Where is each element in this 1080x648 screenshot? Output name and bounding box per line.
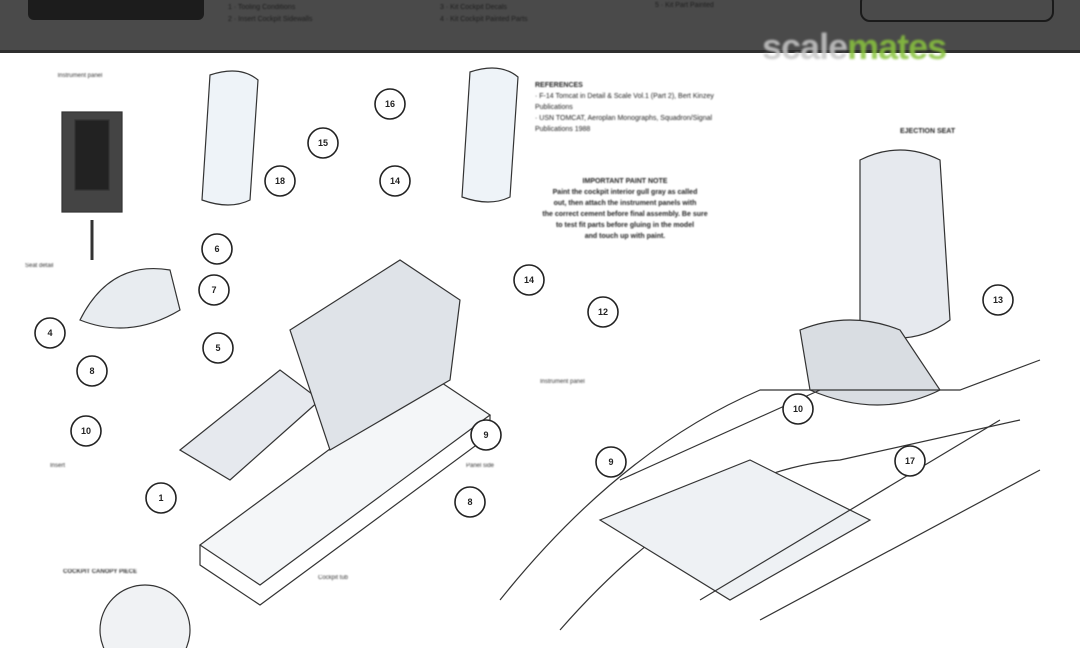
ejection-seat-title: EJECTION SEAT [900, 128, 956, 135]
part-callout: 10 [70, 415, 102, 447]
callout-number: 12 [598, 307, 608, 317]
part-callout: 7 [198, 274, 230, 306]
legend-item: 5 · Kit Part Painted [655, 2, 714, 9]
part-callout: 13 [982, 284, 1014, 316]
part-callout: 5 [202, 332, 234, 364]
callout-number: 10 [81, 426, 91, 436]
legend-item: 3 · Kit Cockpit Decals [440, 4, 507, 11]
label-top-left: Instrument panel [57, 73, 103, 79]
callout-circle [34, 317, 66, 349]
callout-number: 18 [275, 176, 285, 186]
references-block: REFERENCES · F-14 Tomcat in Detail & Sca… [535, 80, 915, 135]
callout-number: 8 [89, 366, 94, 376]
callout-circle [454, 486, 486, 518]
callout-circle [201, 233, 233, 265]
callout-number: 1 [158, 493, 163, 503]
part-callout: 14 [513, 264, 545, 296]
reference-line: Publications [535, 104, 573, 111]
seat-back-left [201, 70, 259, 206]
part-callout: 17 [894, 445, 926, 477]
part-callout: 9 [595, 446, 627, 478]
callout-circle [595, 446, 627, 478]
reference-line: · USN TOMCAT, Aeroplan Monographs, Squad… [535, 115, 713, 122]
part-callout: 1 [145, 482, 177, 514]
callout-circle [145, 482, 177, 514]
paint-note-line: the correct cement before final assembly… [542, 211, 708, 218]
legend-item: 2 · Insert Cockpit Sidewalls [228, 16, 313, 23]
part-callout: 8 [454, 486, 486, 518]
callout-circle [198, 274, 230, 306]
callout-circle [70, 415, 102, 447]
references-title: REFERENCES [535, 82, 583, 89]
legend-item: 4 · Kit Cockpit Painted Parts [440, 16, 528, 23]
label-instrument-panel: Instrument panel [540, 379, 585, 385]
label-left-detail: Seat detail [25, 263, 54, 269]
callout-circle [202, 332, 234, 364]
callout-circle [379, 165, 411, 197]
callout-circle [470, 419, 502, 451]
callout-circle [374, 88, 406, 120]
part-callout: 9 [470, 419, 502, 451]
part-callout: 10 [782, 393, 814, 425]
reference-line: Publications 1988 [535, 126, 591, 133]
paint-note-line: to test fit parts before gluing in the m… [555, 222, 695, 229]
paint-note: IMPORTANT PAINT NOTE Paint the cockpit i… [510, 176, 740, 242]
paint-note-line: out, then attach the instrument panels w… [553, 200, 697, 207]
callout-number: 16 [385, 99, 395, 109]
part-callout: 6 [201, 233, 233, 265]
callout-number: 17 [905, 456, 915, 466]
fuselage-outline [499, 359, 1041, 601]
callout-number: 8 [467, 497, 472, 507]
part-callout: 12 [587, 296, 619, 328]
seat-back-right [461, 67, 519, 203]
callout-number: 6 [214, 244, 219, 254]
callout-number: 14 [524, 275, 534, 285]
canopy-part [79, 268, 181, 329]
callout-circle [782, 393, 814, 425]
part-callout: 15 [307, 127, 339, 159]
callout-number: 5 [215, 343, 220, 353]
part-callout: 16 [374, 88, 406, 120]
legend-column-1: 1 · Tooling Conditions 2 · Insert Cockpi… [228, 2, 312, 26]
callout-number: 9 [608, 457, 613, 467]
brand-logo [28, 0, 204, 20]
callout-circle [307, 127, 339, 159]
part-callout: 8 [76, 355, 108, 387]
header-bar: 1 · Tooling Conditions 2 · Insert Cockpi… [0, 0, 1080, 53]
callout-circle [264, 165, 296, 197]
callout-number: 15 [318, 138, 328, 148]
callout-number: 10 [793, 404, 803, 414]
callout-circle [513, 264, 545, 296]
callout-circle [587, 296, 619, 328]
callout-number: 7 [211, 285, 216, 295]
callout-circle [76, 355, 108, 387]
paint-note-line: Paint the cockpit interior gull gray as … [552, 189, 698, 196]
callout-circle [982, 284, 1014, 316]
label-cockpit-tub: Cockpit tub [318, 575, 349, 581]
header-outline-box [860, 0, 1054, 22]
label-left-mid: Insert [50, 463, 66, 469]
label-panel-side: Panel side [466, 463, 495, 469]
callout-number: 4 [47, 328, 52, 338]
legend-item: 1 · Tooling Conditions [228, 4, 296, 11]
label-canopy: COCKPIT CANOPY PIECE [63, 569, 137, 575]
legend-column-2: 3 · Kit Cockpit Decals 4 · Kit Cockpit P… [440, 2, 528, 26]
callout-number: 14 [390, 176, 400, 186]
callout-number: 9 [483, 430, 488, 440]
ejection-seat [859, 149, 951, 339]
part-callout: 4 [34, 317, 66, 349]
reference-line: · F-14 Tomcat in Detail & Scale Vol.1 (P… [535, 93, 714, 100]
scalemates-watermark: scalemates [762, 26, 947, 67]
paint-note-line: and touch up with paint. [584, 233, 666, 240]
legend-column-3: 5 · Kit Part Painted [655, 0, 714, 12]
part-callout: 14 [379, 165, 411, 197]
callout-number: 13 [993, 295, 1003, 305]
part-callout: 18 [264, 165, 296, 197]
callout-circle [894, 445, 926, 477]
paint-note-title: IMPORTANT PAINT NOTE [582, 178, 668, 185]
